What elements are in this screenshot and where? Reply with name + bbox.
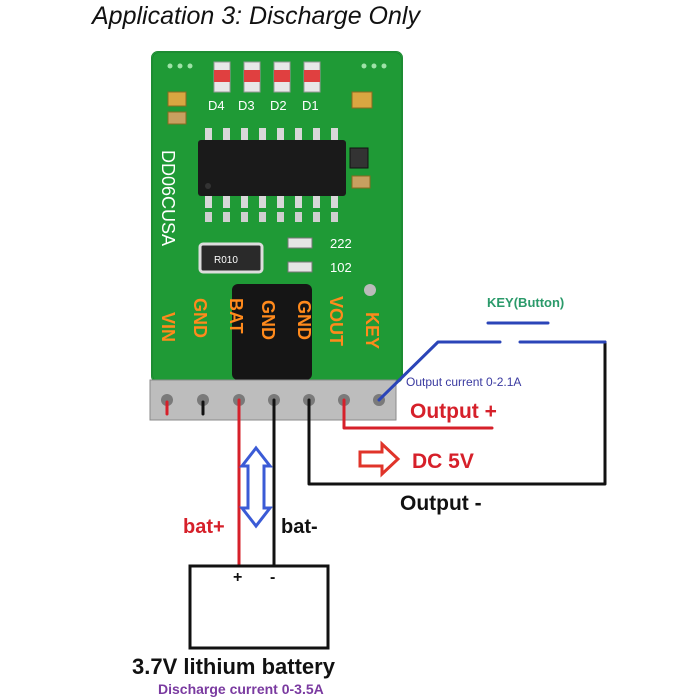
- diagram-title: Application 3: Discharge Only: [92, 2, 420, 30]
- output-current-label: Output current 0-2.1A: [406, 375, 521, 389]
- cap-label-102: 102: [330, 260, 352, 275]
- pin-label-vout: VOUT: [326, 296, 346, 346]
- ic-chip: [198, 128, 346, 222]
- led-group: [213, 61, 321, 93]
- led-label-d4: D4: [208, 98, 225, 113]
- output-plus-wire: [342, 398, 494, 430]
- discharge-current-label: Discharge current 0-3.5A: [158, 681, 324, 697]
- bat-plus-label: bat+: [183, 516, 225, 538]
- output-minus-label: Output -: [400, 492, 482, 515]
- pin-label-gnd-2: GND: [258, 300, 278, 340]
- battery-minus-sign: -: [270, 569, 275, 586]
- cap-label-222: 222: [330, 236, 352, 251]
- pcb-board: D4 D3 D2 D1 DD06CUSA R010 222: [151, 51, 403, 383]
- battery-box: [188, 564, 330, 650]
- pin-label-key: KEY: [362, 312, 382, 349]
- battery-label: 3.7V lithium battery: [132, 654, 336, 679]
- wires: [165, 321, 607, 568]
- key-wire: [377, 340, 502, 402]
- led-label-d2: D2: [270, 98, 287, 113]
- led-label-d1: D1: [302, 98, 319, 113]
- bat-minus-label: bat-: [281, 516, 318, 538]
- battery-plus-sign: +: [233, 569, 242, 586]
- pin-label-gnd-1: GND: [190, 298, 210, 338]
- pin-label-bat: BAT: [226, 298, 246, 334]
- right-arrow-icon: [358, 440, 401, 478]
- board-model-label: DD06CUSA: [158, 150, 178, 246]
- pin-label-gnd-3: GND: [294, 300, 314, 340]
- pin-label-vin: VIN: [158, 312, 178, 342]
- key-button-label: KEY(Button): [487, 295, 564, 310]
- bidirectional-arrow-icon: [238, 445, 274, 529]
- led-label-d3: D3: [238, 98, 255, 113]
- pin-labels: VIN GND BAT GND GND VOUT KEY: [158, 296, 382, 349]
- output-minus-wire: [307, 340, 607, 486]
- dc-5v-label: DC 5V: [412, 450, 474, 473]
- output-plus-label: Output +: [410, 400, 497, 423]
- resistor-label: R010: [214, 255, 238, 266]
